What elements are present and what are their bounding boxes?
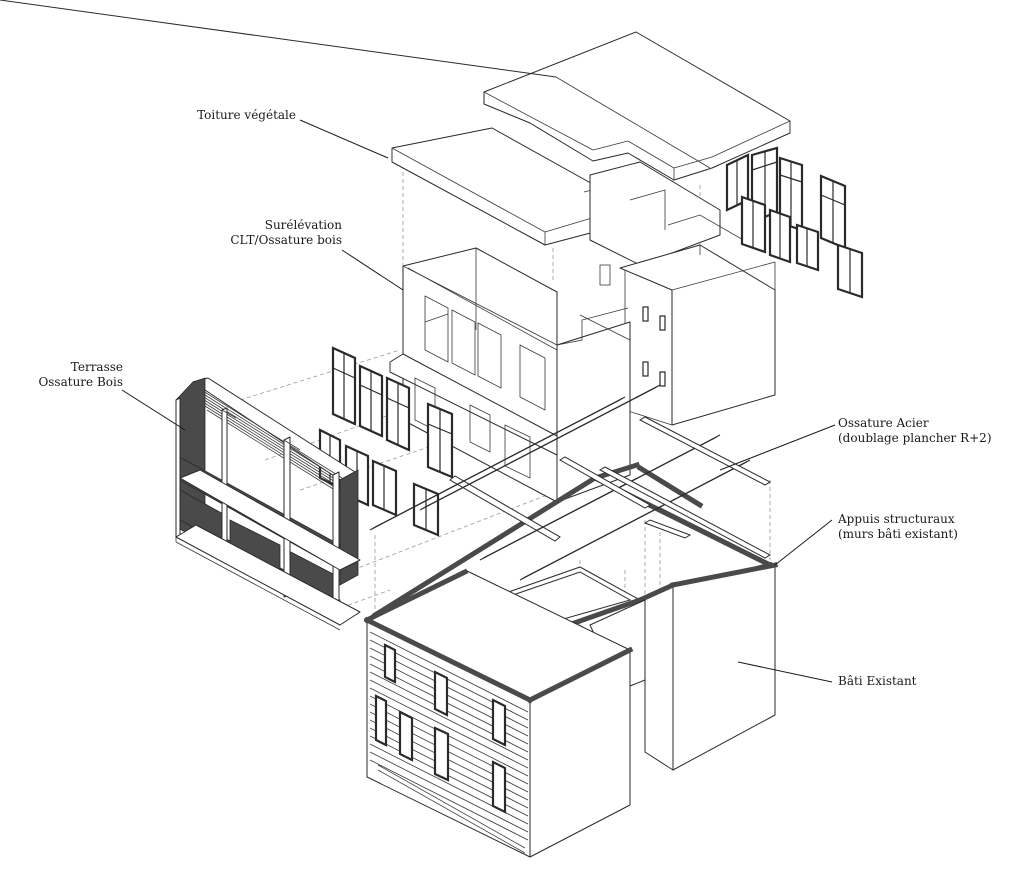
label-green-roof: Toiture végétale	[197, 108, 296, 122]
timber-terrace	[175, 377, 361, 631]
green-roof	[0, 0, 791, 246]
facade-windows	[374, 643, 507, 814]
right-window-panels	[725, 146, 864, 299]
label-timber-extension: Surélévation CLT/Ossature bois	[230, 218, 342, 247]
label-steel-frame: Ossature Acier (doublage plancher R+2)	[838, 416, 992, 445]
label-timber-terrace: Terrasse Ossature Bois	[38, 360, 123, 389]
leader-lines	[121, 119, 836, 683]
label-existing-building: Bâti Existant	[838, 674, 917, 688]
existing-building	[363, 562, 778, 858]
label-structural-supports: Appuis structuraux (murs bâti existant)	[838, 512, 958, 541]
